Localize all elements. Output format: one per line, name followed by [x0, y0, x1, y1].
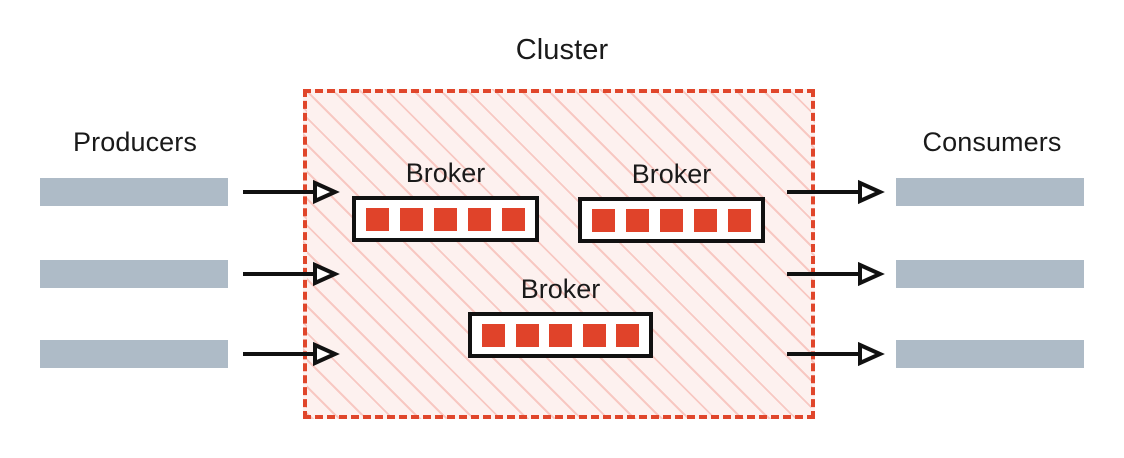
- arrow-producer-3-to-cluster: [243, 341, 340, 367]
- broker-3[interactable]: Broker: [468, 276, 653, 358]
- cluster-region: [303, 89, 815, 419]
- arrow-producer-1-to-cluster: [243, 179, 340, 205]
- broker-1-partitions: [352, 196, 539, 242]
- broker-2-partitions: [578, 197, 765, 243]
- consumer-bar-3[interactable]: [896, 340, 1084, 368]
- arrow-cluster-to-consumer-1: [787, 179, 885, 205]
- consumer-bar-1[interactable]: [896, 178, 1084, 206]
- producer-bar-3[interactable]: [40, 340, 228, 368]
- partition: [400, 207, 423, 231]
- partition: [366, 207, 389, 231]
- cluster-title: Cluster: [515, 34, 609, 66]
- broker-2[interactable]: Broker: [578, 161, 765, 243]
- producers-title: Producers: [73, 127, 197, 157]
- broker-1-label: Broker: [405, 158, 486, 188]
- broker-3-partitions: [468, 312, 653, 358]
- consumer-bar-2[interactable]: [896, 260, 1084, 288]
- producer-bar-1[interactable]: [40, 178, 228, 206]
- partition: [502, 207, 525, 231]
- broker-1[interactable]: Broker: [352, 160, 539, 242]
- partition: [482, 323, 505, 347]
- partition: [468, 207, 491, 231]
- consumers-title: Consumers: [922, 127, 1062, 157]
- producer-bar-2[interactable]: [40, 260, 228, 288]
- partition: [660, 208, 683, 232]
- partition: [549, 323, 572, 347]
- broker-2-label: Broker: [631, 159, 712, 189]
- partition: [515, 323, 539, 347]
- partition: [616, 323, 639, 347]
- partition: [728, 208, 751, 232]
- arrow-producer-2-to-cluster: [243, 261, 340, 287]
- partition: [592, 208, 615, 232]
- arrow-cluster-to-consumer-2: [787, 261, 885, 287]
- partition: [694, 208, 717, 232]
- partition: [582, 323, 606, 347]
- arrow-cluster-to-consumer-3: [787, 341, 885, 367]
- partition: [626, 208, 649, 232]
- partition: [434, 207, 457, 231]
- broker-3-label: Broker: [520, 274, 601, 304]
